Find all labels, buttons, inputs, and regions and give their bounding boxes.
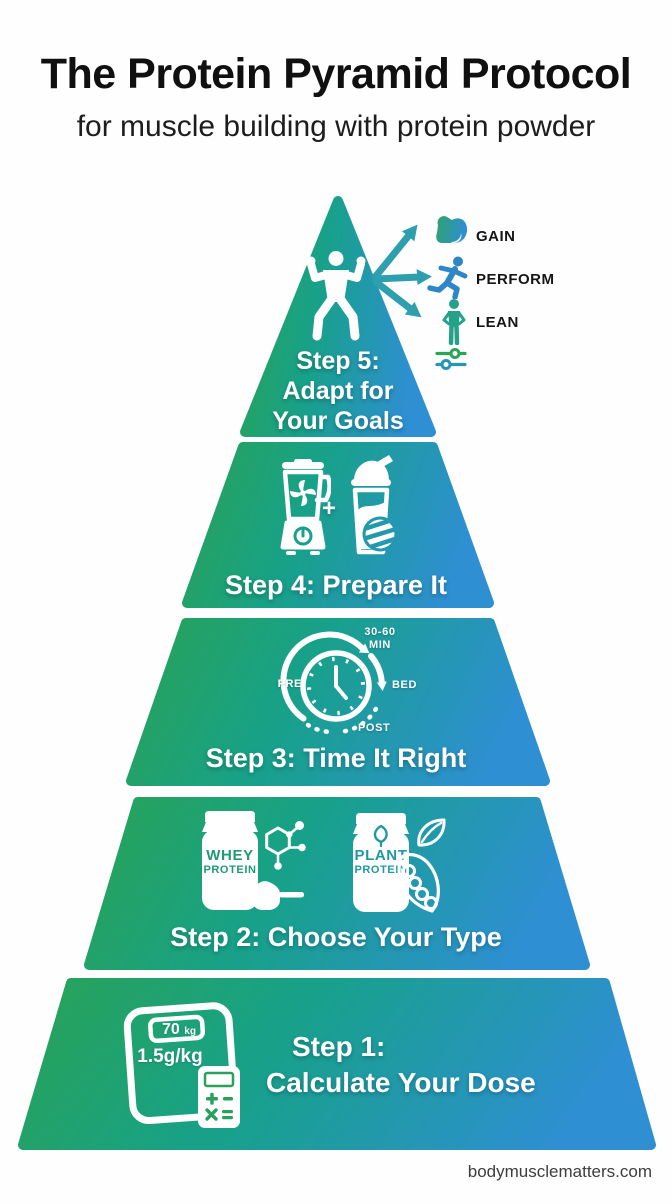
weight-number: 70 bbox=[162, 1021, 180, 1038]
whey-jar-icon bbox=[197, 810, 263, 910]
timing-label-pre: PRE bbox=[277, 678, 302, 690]
arrows-icon bbox=[368, 212, 444, 330]
pyramid-layer-step3 bbox=[126, 618, 550, 786]
step1-label-line1: Step 1: bbox=[292, 1031, 386, 1062]
lean-person-icon bbox=[441, 299, 467, 345]
blender-icon bbox=[277, 459, 331, 557]
molecule-icon bbox=[260, 815, 306, 873]
plant-label-line2: PROTEIN bbox=[354, 864, 408, 876]
pyramid-layer-step4 bbox=[182, 442, 494, 608]
plant-label-line1: PLANT bbox=[354, 847, 408, 864]
runner-icon bbox=[427, 255, 471, 299]
timing-label-post: POST bbox=[358, 722, 391, 734]
step5-label-line2: Adapt for bbox=[282, 377, 394, 405]
leaf-icon bbox=[414, 816, 448, 850]
sliders-icon bbox=[435, 347, 467, 371]
step4-label: Step 4: Prepare It bbox=[224, 570, 448, 600]
whey-label-line1: WHEY bbox=[206, 847, 254, 864]
scoop-icon bbox=[248, 877, 306, 915]
calculator-icon bbox=[196, 1064, 244, 1130]
dose-formula: 1.5g/kg bbox=[137, 1046, 203, 1067]
step2-label: Step 2: Choose Your Type bbox=[170, 922, 502, 952]
bodybuilder-icon bbox=[304, 250, 368, 342]
website-link: bodymusclematters.com bbox=[467, 1162, 652, 1181]
timing-label-bed: BED bbox=[392, 679, 418, 691]
pyramid-layer-step5 bbox=[240, 196, 436, 437]
pyramid-layer-step1 bbox=[18, 978, 656, 1150]
plus-sign: + bbox=[322, 495, 337, 522]
step5-label: Step 5: Adapt for Your Goals bbox=[238, 346, 438, 436]
weight-unit: kg bbox=[184, 1026, 196, 1037]
timing-duration-line2: MIN bbox=[369, 639, 391, 651]
step5-label-line1: Step 5: bbox=[296, 347, 380, 375]
timing-label-duration: 30-60 MIN bbox=[348, 626, 412, 652]
goal-label-perform: PERFORM bbox=[476, 271, 555, 288]
goal-label-gain: GAIN bbox=[476, 228, 516, 245]
pea-pod-icon bbox=[394, 851, 450, 917]
plant-jar-icon bbox=[348, 812, 414, 912]
step3-label: Step 3: Time It Right bbox=[205, 743, 467, 773]
scale-weight-value: 70 kg bbox=[151, 1021, 207, 1039]
clock-timing-icon bbox=[268, 622, 408, 750]
body-scale-icon bbox=[120, 998, 246, 1130]
bicep-icon bbox=[433, 213, 469, 249]
step5-label-line3: Your Goals bbox=[272, 407, 404, 435]
step1-label-line2: Calculate Your Dose bbox=[266, 1067, 536, 1098]
whey-label-line2: PROTEIN bbox=[203, 864, 257, 876]
timing-duration-line1: 30-60 bbox=[364, 626, 396, 638]
shaker-bottle-icon bbox=[343, 455, 395, 557]
goal-label-lean: LEAN bbox=[476, 314, 519, 331]
page-title: The Protein Pyramid Protocol bbox=[40, 50, 632, 98]
page-subtitle: for muscle building with protein powder bbox=[76, 110, 596, 143]
